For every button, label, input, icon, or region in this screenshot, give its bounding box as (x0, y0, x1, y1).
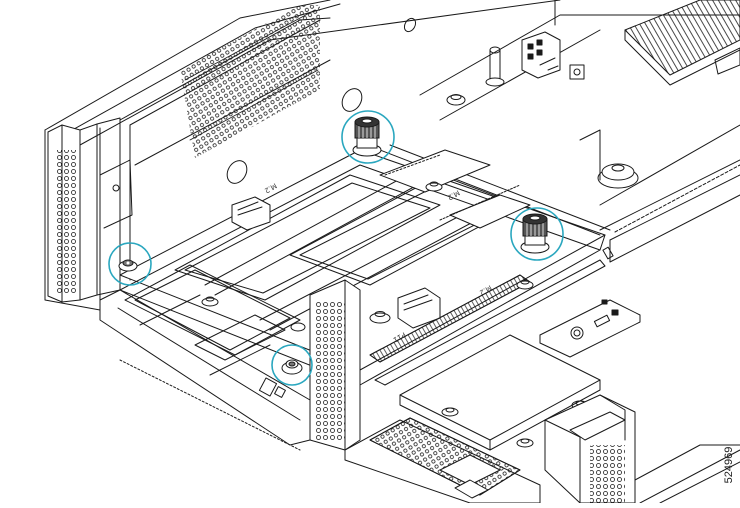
vent-panel (180, 5, 320, 158)
callout-screw-front (271, 344, 313, 386)
screw-icon (118, 259, 138, 272)
callout-thumbscrew-left (341, 110, 395, 164)
indicator-module (539, 299, 641, 358)
front-vent-bottom (344, 417, 541, 504)
board-standoff (597, 163, 639, 189)
captive-thumbscrew-icon (352, 116, 382, 157)
figure-number-text: 524969 (723, 446, 735, 484)
chassis-corner (634, 444, 740, 504)
m2-module (379, 149, 531, 229)
m2-connector (231, 196, 441, 329)
front-bracket-center (309, 279, 361, 451)
callout-thumbscrew-right (510, 207, 564, 261)
callout-screw-rear-left (108, 242, 152, 286)
riser-bracket-right (544, 394, 636, 504)
screw-icon (281, 359, 303, 375)
front-panel-left (99, 264, 311, 451)
o-ring (226, 160, 248, 184)
header-connector (521, 31, 585, 80)
o-ring (341, 88, 363, 112)
pcie-slot (369, 129, 606, 386)
tray-screw (201, 94, 534, 332)
rear-bracket-left (47, 117, 133, 303)
figure-number: 524969 (722, 435, 736, 495)
o-ring (403, 17, 417, 33)
standoff-post (485, 46, 505, 87)
heatsink (624, 0, 740, 86)
slot-label: M.2 (263, 181, 278, 194)
captive-thumbscrew-icon (520, 213, 550, 254)
riser-plate (399, 334, 601, 451)
